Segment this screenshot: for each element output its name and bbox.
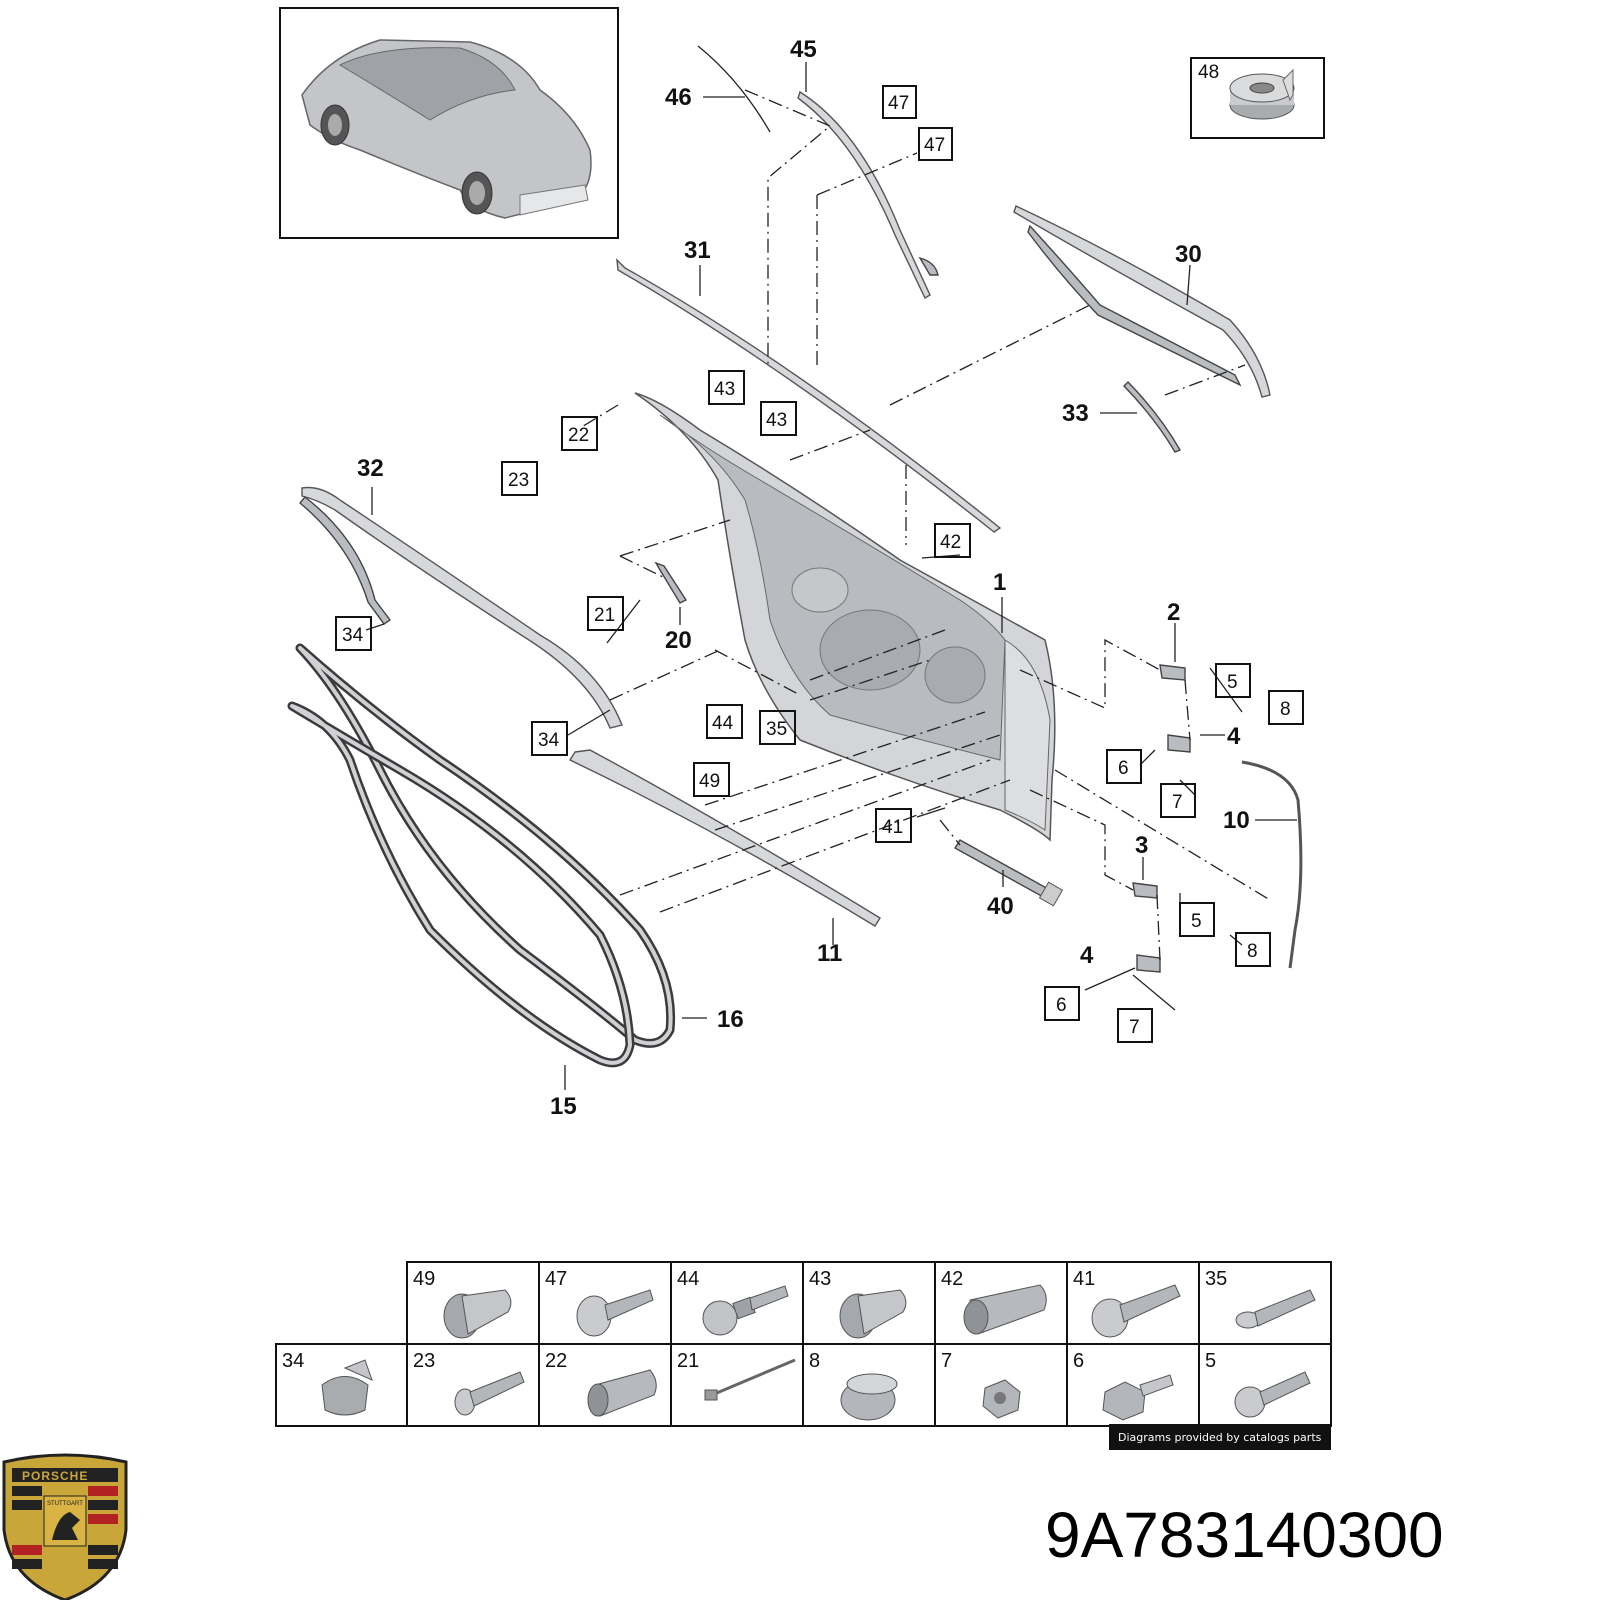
callout-4-lower: 4 [1080,942,1094,969]
fastener-42 [963,1284,1047,1335]
table-label-7: 7 [941,1350,952,1372]
callout-20: 20 [665,627,692,654]
boxed-callout-47a: 47 [888,93,909,114]
fastener-7 [982,1379,1021,1419]
boxed-callout-43b: 43 [766,410,787,431]
callout-15: 15 [550,1093,577,1120]
part-32-rail [301,486,623,729]
part-33-trim [1123,381,1182,453]
callout-1: 1 [993,569,1006,596]
boxed-callout-34a: 34 [342,625,364,646]
boxed-callout-7a: 7 [1172,792,1183,813]
callout-2: 2 [1167,599,1180,626]
callout-3: 3 [1135,832,1148,859]
boxed-callout-8b: 8 [1247,941,1258,962]
boxed-callout-43a: 43 [714,379,735,400]
fastener-21 [704,1358,796,1401]
table-label-6: 6 [1073,1350,1084,1372]
fastener-5 [1234,1371,1311,1418]
callout-33: 33 [1062,400,1089,427]
table-label-42: 42 [941,1268,963,1290]
part-40-check-strap [954,839,1064,907]
fastener-22 [587,1369,657,1417]
part-20-clip [654,561,688,604]
part-48-box: 48 [1190,57,1325,139]
table-label-47: 47 [545,1268,567,1290]
boxed-callout-7b: 7 [1129,1017,1140,1038]
part-30-window-frame [1013,205,1271,398]
fastener-43 [839,1289,907,1339]
table-label-8: 8 [809,1350,820,1372]
crest-wordmark: PORSCHE [22,1469,88,1483]
fastener-44 [702,1285,789,1336]
part-15-seal-inner [290,704,632,1065]
boxed-callout-41: 41 [882,817,903,838]
boxed-callout-35: 35 [766,719,787,740]
part-number: 9A783140300 [1045,1499,1444,1571]
part-10-cable [1241,760,1303,969]
fastener-8 [840,1373,898,1421]
table-label-44: 44 [677,1268,699,1290]
credit-banner: Diagrams provided by catalogs parts [1109,1424,1331,1450]
table-label-49: 49 [413,1268,435,1290]
dashed-leaders [579,89,1271,961]
boxed-callouts: 47 47 43 43 22 23 42 21 34 34 44 35 49 4… [335,85,1304,1043]
table-label-43: 43 [809,1268,831,1290]
fastener-35 [1235,1289,1316,1329]
part-11-sill [568,749,881,927]
fastener-49 [443,1289,512,1339]
boxed-callout-22: 22 [568,425,589,446]
boxed-callout-49: 49 [699,771,720,792]
callout-11: 11 [817,940,842,967]
table-label-34: 34 [282,1350,304,1372]
credit-text: Diagrams provided by catalogs parts [1118,1431,1322,1444]
table-label-21: 21 [677,1350,699,1372]
boxed-callout-8a: 8 [1280,699,1291,720]
boxed-callout-6a: 6 [1118,758,1129,779]
callout-31: 31 [684,237,711,264]
hinge-lower [1132,882,1161,973]
boxed-callout-21: 21 [594,605,615,626]
callout-48: 48 [1198,62,1219,83]
porsche-crest-logo: PORSCHE STUTTGART [2,1453,128,1600]
part-45-clip [918,256,939,276]
fastener-41 [1091,1284,1181,1338]
callout-4-upper: 4 [1227,723,1241,750]
car-thumbnail [279,7,619,239]
callout-16: 16 [717,1006,744,1033]
boxed-callout-5a: 5 [1227,672,1238,693]
callout-labels: 1 2 3 4 4 10 11 15 16 20 30 31 32 33 40 … [357,36,1250,1120]
fastener-47 [576,1289,654,1337]
hinge-upper [1159,664,1191,753]
boxed-callout-42: 42 [940,532,961,553]
table-label-23: 23 [413,1350,435,1372]
fastener-table: 49 47 44 43 42 41 35 34 23 22 21 8 7 6 5 [275,1261,1332,1427]
part-16-seal-inner [298,646,673,1046]
boxed-callout-5b: 5 [1191,911,1202,932]
callout-30: 30 [1175,241,1202,268]
callout-32: 32 [357,455,384,482]
boxed-callout-34b: 34 [538,730,560,751]
boxed-callout-23: 23 [508,470,529,491]
door-shell-part-1 [634,392,1056,842]
callout-46: 46 [665,84,692,111]
table-label-35: 35 [1205,1268,1227,1290]
boxed-callout-47b: 47 [924,135,945,156]
callout-10: 10 [1223,807,1250,834]
fastener-34 [321,1359,373,1416]
callout-40: 40 [987,893,1014,920]
fastener-6 [1102,1374,1174,1421]
boxed-callout-6b: 6 [1056,995,1067,1016]
crest-subtext: STUTTGART [47,1501,83,1507]
part-31-strip [616,258,1002,533]
table-label-41: 41 [1073,1268,1095,1290]
boxed-callout-44: 44 [712,713,734,734]
fastener-23 [454,1371,525,1416]
table-label-5: 5 [1205,1350,1216,1372]
table-label-22: 22 [545,1350,567,1372]
callout-45: 45 [790,36,817,63]
part-46-trim [697,45,771,133]
